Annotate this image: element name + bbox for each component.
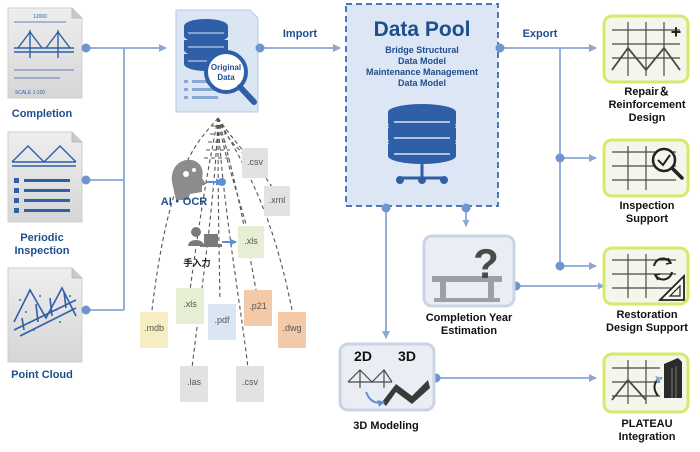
repair-label-line3: Design [628,112,666,124]
plus-icon: + [671,22,682,42]
dimension-text: 12000 [33,14,47,20]
completion-year-box: ? [422,234,516,308]
pool-database-icon [388,104,456,184]
restoration-label-line1: Restoration [616,309,678,321]
ai-head-icon [171,159,206,200]
plateau-grid [611,360,660,404]
restoration-label-line2: Design Support [606,322,688,334]
file-dwg [278,312,306,348]
ai-junction-dot [218,178,226,186]
person-computer-icon [188,227,222,247]
import-connector [255,43,341,53]
point-dots [19,295,71,331]
triangle-ruler-icon [657,273,685,301]
data-pool-line3: Maintenance Management [365,67,479,77]
data-pool-box [345,3,499,207]
inspection-box [602,138,690,198]
original-text-line2: Data [217,73,235,82]
magnifier-icon [204,50,257,105]
repair-label-line2: Reinforcement [608,99,686,111]
import-label: Import [282,28,318,40]
point-cloud-bridge [13,286,77,337]
inspection-label-line2: Support [625,213,669,225]
completion-document: 12000 SCALE 1:100 [7,7,83,99]
source-connectors [86,44,167,311]
plateau-label-line2: Integration [618,431,676,443]
data-pool-title: Data Pool [373,18,471,41]
repair-grid [611,22,681,76]
file-csv-bottom [236,366,264,402]
file-xml [264,186,290,216]
restoration-grid [612,254,676,298]
file-las [180,366,208,402]
refresh-icon [653,257,673,281]
data-pool-line2: Data Model [397,56,446,66]
file-csv-top [242,148,268,178]
periodic-inspection-document [7,131,83,223]
file-mdb-label: .mdb [143,323,164,333]
file-las-label: .las [186,377,201,387]
inspection-magnifier-icon [651,147,684,180]
original-data-document: Original Data [175,9,259,113]
plateau-box [602,352,690,414]
bridge-2d-icon [347,369,393,388]
bridge-3d-icon [382,380,430,406]
scale-text: SCALE 1:100 [15,90,46,96]
file-xml-label: .xml [268,195,286,205]
document-lines [184,80,218,99]
question-mark-icon: ? [473,240,499,287]
restoration-box [602,246,690,306]
label-3d: 3D [398,348,416,364]
periodic-label-line1: Periodic [20,232,64,244]
point-cloud-label: Point Cloud [11,369,73,381]
file-dwg-label: .dwg [282,323,302,333]
ai-ocr-label: AI・OCR [160,196,208,208]
file-mdb [140,312,168,348]
inspection-label-line1: Inspection [619,200,675,212]
data-pool-line4: Data Model [397,78,446,88]
plateau-label-line1: PLATEAU [621,418,673,430]
file-p21-label: .p21 [249,301,267,311]
file-xls-low [176,288,204,324]
modeling-box [338,342,436,412]
modeling-label: 3D Modeling [353,420,419,432]
inspection-bridge-drawing [11,145,77,167]
fan-ticks [204,125,232,159]
completion-label: Completion [11,108,73,120]
repair-box: + [602,14,690,84]
original-text-line1: Original [211,63,241,72]
file-csv-top-label: .csv [246,157,263,167]
manual-input-label: 手入力 [183,258,211,268]
file-pdf [208,304,236,340]
export-label: Export [522,28,558,40]
bridge-icon [432,276,502,302]
file-csv-bottom-label: .csv [241,377,258,387]
point-cloud-document [7,267,83,363]
data-pool-line1: Bridge Structural [385,45,459,55]
file-xls-mid-label: .xls [244,236,258,246]
building-icon [653,358,682,398]
connector-dots [81,43,91,315]
completion-year-line2: Estimation [440,325,498,337]
file-p21 [244,290,272,326]
label-2d: 2D [354,348,372,364]
completion-year-line1: Completion Year [425,312,513,324]
file-pdf-label: .pdf [214,315,230,325]
file-xls-mid [238,226,264,258]
completion-bridge-drawing [14,21,74,79]
periodic-label-line2: Inspection [14,245,70,257]
repair-label-line1: Repair＆ [624,86,670,98]
file-xls-low-label: .xls [183,299,197,309]
checklist [14,178,70,213]
convert-arrow [365,391,385,407]
file-boxes [140,148,306,402]
